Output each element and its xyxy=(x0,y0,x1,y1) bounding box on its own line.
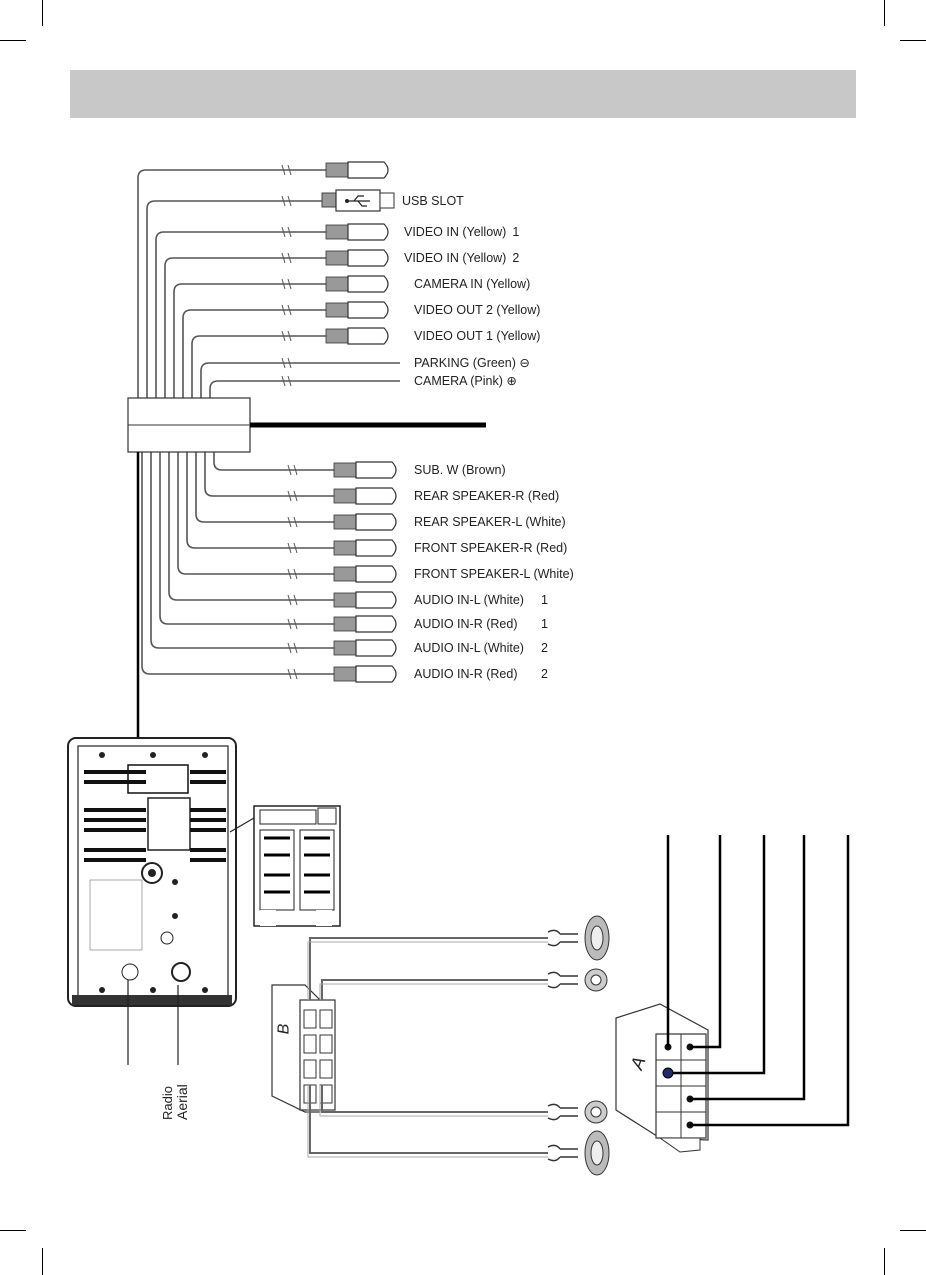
connector-a xyxy=(615,1003,709,1153)
harness-wires-top xyxy=(137,164,400,398)
connector-label: VIDEO OUT 1 (Yellow) xyxy=(414,329,541,343)
rca-plug xyxy=(325,223,389,241)
wire-break xyxy=(287,542,298,554)
connector-label: VIDEO IN (Yellow)2 xyxy=(404,251,520,265)
connector-label: SUB. W (Brown) xyxy=(414,463,506,477)
connector-label: AUDIO IN-L (White)2 xyxy=(414,641,548,655)
header-bar xyxy=(70,70,856,118)
connector-label: VIDEO OUT 2 (Yellow) xyxy=(414,303,541,317)
wire xyxy=(209,380,400,398)
wire-break xyxy=(287,642,298,654)
rca-plug xyxy=(333,487,397,505)
wire-break xyxy=(287,568,298,580)
wire-break xyxy=(281,375,292,387)
wire-break xyxy=(287,668,298,680)
rca-plug xyxy=(333,565,397,583)
wire-break xyxy=(281,357,292,369)
wire-break xyxy=(281,330,292,342)
wire-break xyxy=(281,278,292,290)
rca-plug xyxy=(333,639,397,657)
connector-label: REAR SPEAKER-L (White) xyxy=(414,515,566,529)
connector-label: CAMERA (Pink) ⊕ xyxy=(414,374,517,388)
tweeter-icon-1 xyxy=(584,968,608,992)
rca-plug xyxy=(325,327,389,345)
wire xyxy=(150,452,334,649)
crop-mark xyxy=(900,1230,926,1231)
wire xyxy=(213,452,334,471)
connector-label: AUDIO IN-L (White)1 xyxy=(414,593,548,607)
wire xyxy=(191,335,326,398)
wire-break xyxy=(287,618,298,630)
rca-plug xyxy=(333,615,397,633)
wire xyxy=(146,200,326,398)
speaker-wires xyxy=(307,929,578,1162)
connector-label: PARKING (Green) ⊖ xyxy=(414,356,530,370)
rca-plug xyxy=(333,665,397,683)
speaker-icon-1 xyxy=(584,915,610,961)
rca-plug xyxy=(333,539,397,557)
connector-label: VIDEO IN (Yellow)1 xyxy=(404,225,520,239)
crop-mark xyxy=(900,40,926,41)
crop-mark xyxy=(884,0,885,26)
wire-break xyxy=(281,252,292,264)
speaker-icon-2 xyxy=(584,1130,610,1176)
power-leads xyxy=(666,835,850,1127)
rca-plug xyxy=(333,591,397,609)
connector-label: AUDIO IN-R (Red)1 xyxy=(414,617,548,631)
aerial-label: Aerial xyxy=(174,1084,190,1120)
connector-label: REAR SPEAKER-R (Red) xyxy=(414,489,560,503)
rca-plug xyxy=(333,461,397,479)
wire xyxy=(182,309,326,398)
radio-label: Radio xyxy=(160,1086,175,1120)
wire-break xyxy=(281,226,292,238)
wire xyxy=(141,452,334,675)
radio-aerial-label: Radio Aerial xyxy=(160,1084,190,1120)
connector-label: CAMERA IN (Yellow) xyxy=(414,277,531,291)
wire xyxy=(155,231,326,398)
wire xyxy=(186,452,334,549)
wire-break xyxy=(287,464,298,476)
crop-mark xyxy=(884,1248,885,1275)
crop-mark xyxy=(0,40,26,41)
connector-label: FRONT SPEAKER-L (White) xyxy=(414,567,574,581)
harness-wires-bottom xyxy=(141,452,334,680)
wire xyxy=(200,362,400,398)
rca-plugs xyxy=(325,161,397,683)
connector-label: FRONT SPEAKER-R (Red) xyxy=(414,541,568,555)
wire xyxy=(164,257,326,398)
rca-plug xyxy=(325,275,389,293)
connector-b-letter: B xyxy=(275,1023,293,1035)
wire-break xyxy=(281,304,292,316)
wire xyxy=(173,283,326,398)
head-unit-rear xyxy=(67,737,237,1007)
wire-break xyxy=(287,490,298,502)
wire-break xyxy=(281,195,292,207)
wire xyxy=(204,452,334,497)
iso-connector-detail xyxy=(253,805,341,927)
rca-plug xyxy=(333,513,397,531)
wire xyxy=(159,452,334,625)
iso-pointer xyxy=(229,817,255,833)
wire-break xyxy=(287,594,298,606)
crop-mark xyxy=(42,1248,43,1275)
wire xyxy=(177,452,334,575)
wire xyxy=(195,452,334,523)
rca-plug xyxy=(325,301,389,319)
connector-b xyxy=(271,984,336,1113)
connector-label: AUDIO IN-R (Red)2 xyxy=(414,667,548,681)
tweeter-icon-2 xyxy=(584,1100,608,1124)
crop-mark xyxy=(0,1230,26,1231)
wire xyxy=(137,169,326,398)
usb-icon xyxy=(321,189,395,212)
wire xyxy=(168,452,334,601)
connector-label: USB SLOT xyxy=(402,194,464,208)
crop-mark xyxy=(42,0,43,26)
wire-break xyxy=(287,516,298,528)
rca-plug xyxy=(325,249,389,267)
rca-plug xyxy=(325,161,389,179)
wire-break xyxy=(281,164,292,176)
